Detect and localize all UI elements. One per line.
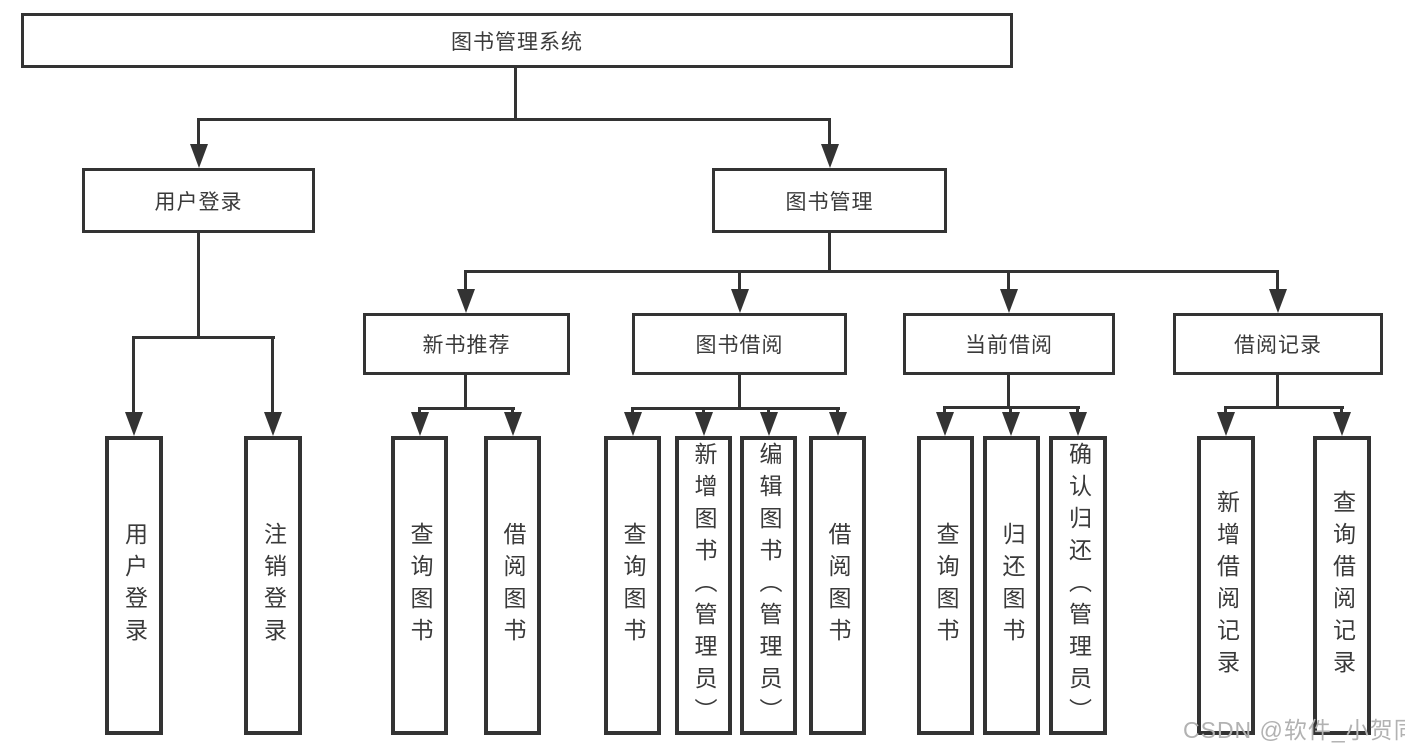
arrow-shaft xyxy=(1009,406,1012,414)
node-library-system: 图书管理系统 xyxy=(21,13,1013,68)
arrowhead-leaf xyxy=(760,412,778,436)
arrowhead-leaf xyxy=(1002,412,1020,436)
connector-current-borrow-stem xyxy=(1007,375,1010,406)
arrowhead-book-borrow xyxy=(731,289,749,313)
connector-user-login-bar xyxy=(132,336,275,339)
leaf-query-borrow-record: 查询借阅记录 xyxy=(1313,436,1371,735)
node-book-mgmt: 图书管理 xyxy=(712,168,947,233)
arrow-shaft xyxy=(1340,406,1343,414)
leaf-label: 查询借阅记录 xyxy=(1329,489,1356,682)
leaf-borrow-books-recommend: 借阅图书 xyxy=(484,436,541,735)
connector-new-book-bar xyxy=(418,407,515,410)
arrowhead-logout-leaf xyxy=(264,412,282,436)
arrow-shaft xyxy=(702,407,705,414)
arrowhead-book-mgmt xyxy=(821,144,839,168)
connector-borrow-records-bar xyxy=(1224,406,1344,409)
node-user-login: 用户登录 xyxy=(82,168,315,233)
arrow-shaft-new-book xyxy=(464,270,467,291)
arrowhead-user-login xyxy=(190,144,208,168)
arrowhead-leaf xyxy=(504,412,522,436)
arrowhead-leaf xyxy=(1217,412,1235,436)
leaf-borrow-books: 借阅图书 xyxy=(809,436,866,735)
leaf-label: 借阅图书 xyxy=(500,521,526,650)
arrowhead-borrow-records xyxy=(1269,289,1287,313)
arrowhead-leaf xyxy=(1069,412,1087,436)
connector-level2-bar xyxy=(197,118,831,121)
leaf-label: 查询图书 xyxy=(620,521,646,650)
arrow-shaft xyxy=(767,407,770,414)
arrow-shaft xyxy=(418,407,421,414)
arrow-shaft xyxy=(1076,406,1079,414)
leaf-label: 用户登录 xyxy=(121,521,148,650)
node-book-borrow: 图书借阅 xyxy=(632,313,847,375)
arrow-shaft-book-borrow xyxy=(738,270,741,291)
leaf-user-login: 用户登录 xyxy=(105,436,163,735)
leaf-add-books-admin: 新增图书（管理员） xyxy=(675,436,732,735)
arrow-shaft-book-mgmt xyxy=(828,118,831,146)
arrow-shaft xyxy=(631,407,634,414)
leaf-label: 查询图书 xyxy=(933,521,959,650)
leaf-logout: 注销登录 xyxy=(244,436,302,735)
leaf-confirm-return-admin: 确认归还（管理员） xyxy=(1049,436,1107,735)
leaf-label: 注销登录 xyxy=(260,521,287,650)
arrowhead-leaf xyxy=(1333,412,1351,436)
node-label: 借阅记录 xyxy=(1234,334,1322,357)
node-label: 新书推荐 xyxy=(422,334,511,357)
arrow-shaft-borrow-records xyxy=(1276,270,1279,291)
connector-root-stem xyxy=(514,68,517,118)
connector-borrow-records-stem xyxy=(1276,375,1279,406)
arrowhead-current-borrow xyxy=(1000,289,1018,313)
node-current-borrow: 当前借阅 xyxy=(903,313,1115,375)
arrowhead-login-leaf xyxy=(125,412,143,436)
arrowhead-leaf xyxy=(695,412,713,436)
node-borrow-records: 借阅记录 xyxy=(1173,313,1383,375)
csdn-watermark: CSDN @软件_小贺同学 xyxy=(1183,717,1405,743)
arrowhead-leaf xyxy=(936,412,954,436)
node-new-book-recommend: 新书推荐 xyxy=(363,313,570,375)
leaf-label: 编辑图书（管理员） xyxy=(756,441,782,730)
arrow-shaft xyxy=(836,407,839,414)
arrow-shaft xyxy=(1224,406,1227,414)
arrow-shaft-user-login xyxy=(197,118,200,146)
arrow-shaft-current-borrow xyxy=(1007,270,1010,291)
connector-book-borrow-stem xyxy=(738,375,741,407)
arrowhead-leaf xyxy=(411,412,429,436)
connector-book-mgmt-stem xyxy=(828,233,831,270)
leaf-edit-books-admin: 编辑图书（管理员） xyxy=(740,436,797,735)
leaf-label: 确认归还（管理员） xyxy=(1065,441,1092,730)
leaf-label: 借阅图书 xyxy=(825,521,851,650)
leaf-query-books-current: 查询图书 xyxy=(917,436,974,735)
node-label: 当前借阅 xyxy=(965,334,1053,357)
node-label: 图书管理 xyxy=(785,190,874,214)
arrow-shaft xyxy=(511,407,514,414)
arrowhead-leaf xyxy=(624,412,642,436)
arrow-shaft xyxy=(132,336,135,414)
arrowhead-leaf xyxy=(829,412,847,436)
arrowhead-new-book xyxy=(457,289,475,313)
leaf-add-borrow-record: 新增借阅记录 xyxy=(1197,436,1255,735)
arrow-shaft xyxy=(943,406,946,414)
leaf-return-books: 归还图书 xyxy=(983,436,1040,735)
leaf-label: 新增图书（管理员） xyxy=(691,441,717,730)
leaf-query-books-borrow: 查询图书 xyxy=(604,436,661,735)
leaf-label: 查询图书 xyxy=(407,521,433,650)
leaf-label: 归还图书 xyxy=(999,521,1025,650)
leaf-query-books-recommend: 查询图书 xyxy=(391,436,448,735)
leaf-label: 新增借阅记录 xyxy=(1213,489,1240,682)
connector-user-login-stem xyxy=(197,233,200,336)
connector-book-borrow-bar xyxy=(631,407,840,410)
node-label: 图书借阅 xyxy=(695,334,784,357)
connector-new-book-stem xyxy=(464,375,467,407)
node-label: 用户登录 xyxy=(154,190,243,214)
node-label: 图书管理系统 xyxy=(451,30,583,54)
arrow-shaft xyxy=(271,336,274,414)
connector-level3-bar xyxy=(464,270,1279,273)
